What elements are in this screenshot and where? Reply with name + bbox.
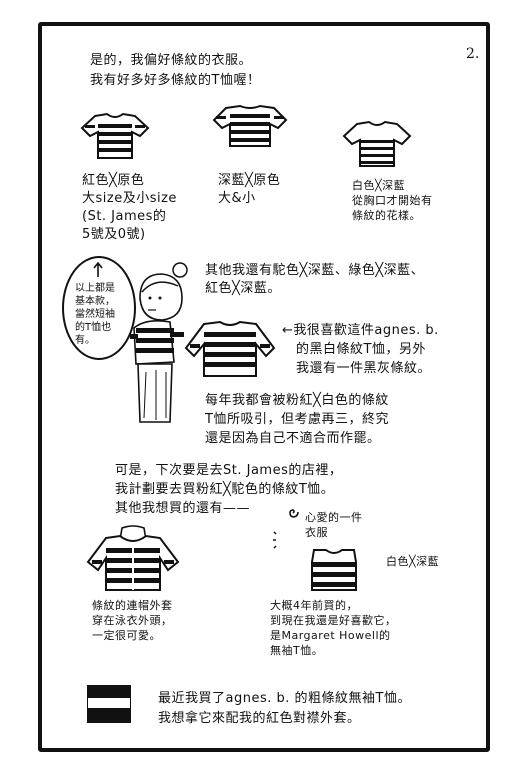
agnes-line-2: 的黑白條紋T恤，另外 [296,342,426,357]
girl-figure-icon [130,262,188,423]
thick-striped-tank-icon [87,685,131,723]
beloved-label: 心愛的一件 衣服 [305,511,363,539]
page-number: 2. [466,46,480,62]
agnes-line-3: 我還有一件黑灰條紋。 [296,361,432,376]
swirl-icon [289,509,299,518]
other-colors-line-1: 其他我還有駝色╳深藍、綠色╳深藍、 [205,263,425,278]
sleeveless-striped-top-icon [311,549,357,591]
agnes-b-striped-shirt-icon [184,320,276,377]
shirt-3-label: 白色╳深藍 從胸口才開始有 條紋的花樣。 [352,179,433,222]
pink-line-2: T恤所吸引，但考慮再三，終究 [205,412,389,427]
page-frame [38,22,490,752]
sparkle-dots-icon [273,531,277,549]
intro-line-1: 是的，我偏好條紋的衣服。 [90,53,253,68]
pink-line-1: 每年我都會被粉紅╳白色的條紋 [205,393,389,408]
striped-tshirt-icon [212,104,288,147]
arrow-up-icon [93,261,103,277]
agnes-line-1: ←我很喜歡這件agnes. b. [282,323,439,338]
shirt-1-label: 紅色╳原色 大size及小size (St. James的 5號及0號) [82,173,177,242]
pink-line-3: 還是因為自己不適合而作罷。 [205,431,381,446]
shirt-2-label: 深藍╳原色 大&小 [218,173,281,206]
speech-bubble [62,256,136,360]
next-line-3: 其他我想買的還有—— [115,501,251,516]
bottom-line-1: 最近我買了agnes. b. 的粗條紋無袖T恤。 [158,691,411,706]
bottom-line-2: 我想拿它來配我的紅色對襟外套。 [158,711,361,726]
sleeveless-caption: 大概4年前買的， 到現在我還是好喜歡它， 是Margaret Howell的 無… [270,599,397,657]
next-line-2: 我計劃要去買粉紅╳駝色的條紋T恤。 [115,482,335,497]
next-line-1: 可是，下次要是去St. James的店裡， [115,463,343,478]
striped-hoodie-icon [86,525,180,591]
white-navy-label: 白色╳深藍 [386,555,440,568]
striped-tshirt-icon [80,112,150,159]
hoodie-caption: 條紋的連帽外套 穿在泳衣外頭， 一定很可愛。 [92,599,173,642]
other-colors-line-2: 紅色╳深藍。 [205,281,281,296]
intro-line-2: 我有好多好多條紋的T恤喔！ [90,73,261,88]
bubble-text: 以上都是 基本款， 當然短袖 的T恤也 有。 [75,283,115,346]
striped-tshirt-icon [342,120,412,167]
